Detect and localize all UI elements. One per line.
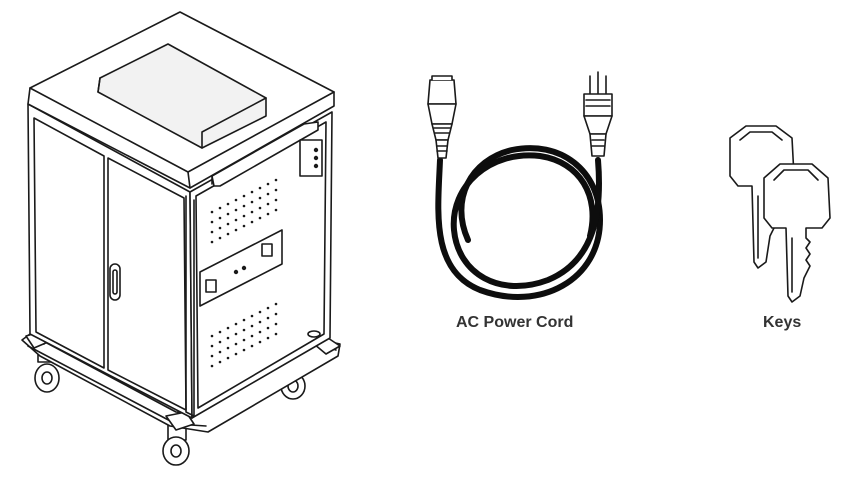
cart-side-handle: [211, 121, 319, 187]
ac-power-cord-label: AC Power Cord: [456, 314, 574, 331]
ac-power-cord-icon: [427, 71, 613, 300]
cart-base-bumper: [21, 333, 341, 433]
keys-icon: [729, 125, 831, 303]
key-front: [763, 163, 831, 303]
cart-wheel-front: [162, 423, 190, 466]
keys-label: Keys: [763, 314, 802, 331]
cart-upper-vent: [210, 178, 278, 244]
charging-cart-icon: [21, 11, 341, 466]
iec-connector: [427, 75, 457, 159]
cart-lower-vent: [210, 302, 278, 368]
nema-plug: [583, 71, 613, 157]
cart-left-door: [33, 117, 105, 369]
